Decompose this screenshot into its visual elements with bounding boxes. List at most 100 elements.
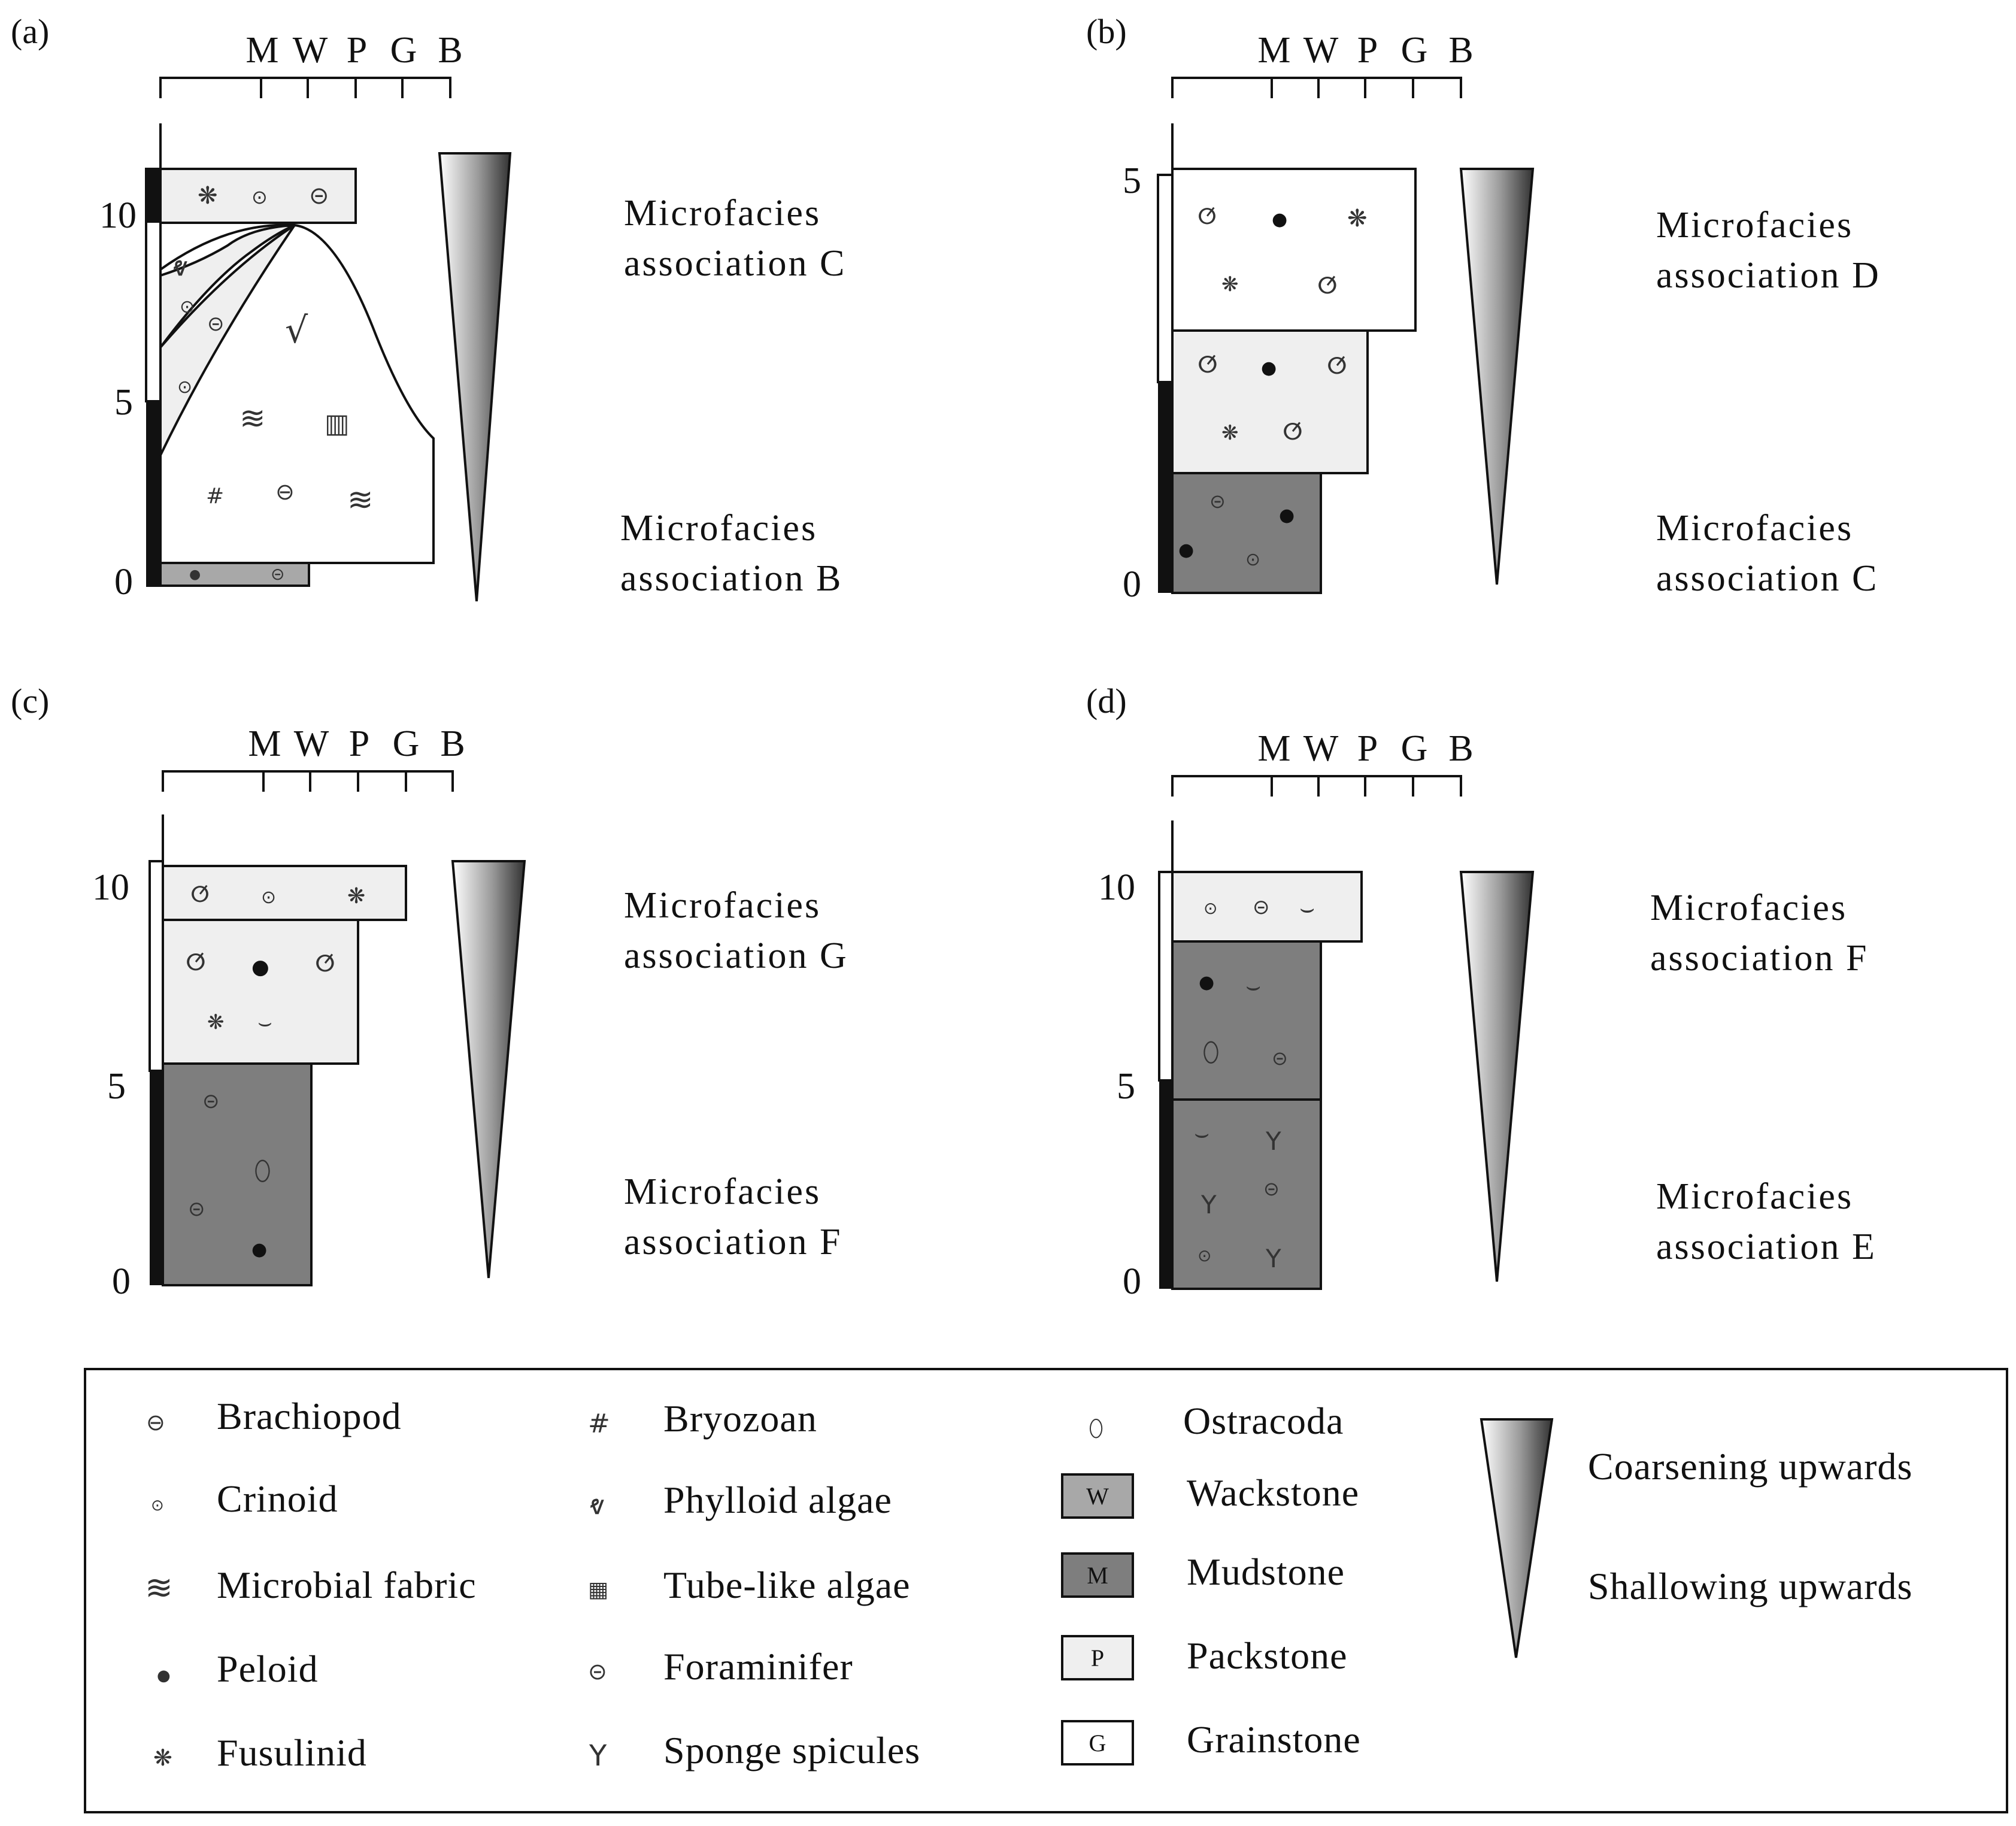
svg-text:ⵚ: ⵚ bbox=[1327, 353, 1347, 379]
svg-text:●: ● bbox=[1199, 972, 1214, 993]
legend-item-foraminifer: ⊝ Foraminifer bbox=[588, 1645, 853, 1688]
svg-text:⌣: ⌣ bbox=[257, 1009, 272, 1035]
svg-text:Tube-like algae: Tube-like algae bbox=[663, 1564, 911, 1606]
depth-tick-10: 10 bbox=[99, 195, 137, 236]
svg-text:Wackstone: Wackstone bbox=[1187, 1471, 1359, 1514]
svg-text:Packstone: Packstone bbox=[1187, 1634, 1348, 1677]
scale-letter-p: P bbox=[1357, 30, 1378, 71]
svg-text:⊝: ⊝ bbox=[188, 1197, 205, 1221]
mudstone-swatch bbox=[1061, 1552, 1134, 1598]
svg-text:association D: association D bbox=[1656, 255, 1881, 296]
legend-item-mudstone: M Mudstone bbox=[1061, 1551, 1345, 1598]
fusulinid-icon: ❋ bbox=[153, 1745, 172, 1771]
coarsening-triangle-icon bbox=[1480, 1418, 1554, 1658]
texture-scale: M W P G B bbox=[159, 30, 463, 98]
coarsening-triangle bbox=[1459, 168, 1535, 585]
svg-text:⊝: ⊝ bbox=[1263, 1177, 1280, 1200]
svg-text:Phylloid algae: Phylloid algae bbox=[663, 1479, 892, 1521]
svg-text:ⵚ: ⵚ bbox=[186, 949, 206, 976]
svg-text:⌣: ⌣ bbox=[1245, 973, 1261, 1000]
svg-text:P: P bbox=[1091, 1645, 1104, 1671]
panel-c: (c) M W P G B 10 5 0 ⵚ ⊙ ❋ ⵚ ● ⵚ bbox=[11, 682, 847, 1302]
legend-item-packstone: P Packstone bbox=[1061, 1634, 1348, 1680]
panel-label: (d) bbox=[1086, 682, 1127, 720]
panel-label: (c) bbox=[11, 682, 49, 720]
scale-letter-w: W bbox=[1303, 728, 1339, 769]
svg-text:⊝: ⊝ bbox=[202, 1089, 220, 1113]
svg-text:Ostracoda: Ostracoda bbox=[1183, 1400, 1344, 1442]
svg-text:Brachiopod: Brachiopod bbox=[217, 1395, 402, 1437]
svg-text:ⵚ: ⵚ bbox=[1283, 419, 1303, 445]
depth-tick-0: 0 bbox=[1123, 1261, 1141, 1302]
svg-text:●: ● bbox=[1279, 505, 1295, 526]
svg-text:association B: association B bbox=[620, 558, 842, 599]
svg-text:Shallowing upwards: Shallowing upwards bbox=[1588, 1565, 1912, 1607]
annotation-lower: Microfacies association F bbox=[624, 1171, 842, 1262]
texture-scale: M W P G B bbox=[1171, 30, 1474, 98]
svg-text:Microfacies: Microfacies bbox=[1650, 888, 1847, 928]
svg-text:Y: Y bbox=[1265, 1127, 1281, 1156]
svg-text:⌣: ⌣ bbox=[1194, 1120, 1209, 1147]
svg-text:⊙: ⊙ bbox=[177, 377, 192, 398]
svg-text:⬯: ⬯ bbox=[1202, 1035, 1220, 1068]
svg-text:❋: ❋ bbox=[198, 182, 218, 210]
coarsening-triangle bbox=[451, 860, 526, 1279]
svg-text:⊙: ⊙ bbox=[1198, 1246, 1211, 1265]
scale-letter-g: G bbox=[393, 723, 420, 764]
svg-text:⊙: ⊙ bbox=[1203, 898, 1217, 918]
scale-letter-m: M bbox=[245, 30, 278, 71]
svg-text:Y: Y bbox=[1200, 1190, 1217, 1219]
svg-text:≋: ≋ bbox=[347, 482, 374, 518]
svg-text:G: G bbox=[1089, 1730, 1106, 1757]
legend-item-phylloid-algae: ⱴ Phylloid algae bbox=[589, 1479, 892, 1521]
scale-letter-b: B bbox=[438, 30, 462, 71]
svg-text:Y: Y bbox=[1265, 1244, 1281, 1273]
scale-letter-p: P bbox=[1357, 728, 1378, 769]
wackstone-swatch bbox=[1061, 1473, 1134, 1519]
svg-text:ⵚ: ⵚ bbox=[315, 950, 335, 977]
depth-tick-0: 0 bbox=[1123, 564, 1141, 605]
texture-scale: M W P G B bbox=[1171, 728, 1474, 797]
svg-text:ⵚ: ⵚ bbox=[1198, 205, 1217, 229]
svg-text:❋: ❋ bbox=[1221, 272, 1239, 296]
svg-text:❋: ❋ bbox=[347, 884, 365, 909]
svg-text:Mudstone: Mudstone bbox=[1187, 1551, 1345, 1593]
svg-text:●: ● bbox=[251, 1239, 267, 1260]
svg-text:Microbial fabric: Microbial fabric bbox=[217, 1564, 477, 1606]
annotation-lower: Microfacies association C bbox=[1656, 508, 1876, 599]
scale-letter-g: G bbox=[390, 30, 417, 71]
legend-frame bbox=[84, 1368, 2008, 1813]
depth-tick-0: 0 bbox=[114, 562, 133, 602]
panel-a: (a) M W P G B 10 5 0 ❋ ⊙ ⊝ ⱴ bbox=[11, 12, 844, 602]
svg-text:⌣: ⌣ bbox=[1299, 895, 1315, 922]
scale-letter-b: B bbox=[1448, 30, 1473, 71]
coarsening-triangle bbox=[1459, 871, 1535, 1282]
legend-item-brachiopod: ⊖ Brachiopod bbox=[146, 1395, 402, 1437]
legend-item-grainstone: G Grainstone bbox=[1061, 1718, 1361, 1766]
svg-text:association F: association F bbox=[624, 1222, 842, 1262]
svg-text:Sponge spicules: Sponge spicules bbox=[663, 1729, 920, 1772]
svg-text:≋: ≋ bbox=[240, 401, 266, 437]
depth-tick-5: 5 bbox=[107, 1066, 126, 1107]
brachiopod-icon: ⊖ bbox=[146, 1409, 165, 1436]
coarsening-triangle bbox=[438, 152, 512, 602]
scale-letter-w: W bbox=[294, 723, 329, 764]
depth-tick-0: 0 bbox=[112, 1261, 131, 1302]
svg-text:W: W bbox=[1086, 1483, 1109, 1510]
scale-letter-m: M bbox=[248, 723, 281, 764]
peloid-icon: ● bbox=[157, 1667, 171, 1685]
svg-text:Microfacies: Microfacies bbox=[624, 885, 821, 926]
grainstone-swatch bbox=[1061, 1720, 1134, 1766]
legend-item-crinoid: ⊙ Crinoid bbox=[151, 1477, 338, 1520]
svg-text:Grainstone: Grainstone bbox=[1187, 1718, 1361, 1761]
scale-bracket bbox=[1171, 775, 1462, 797]
scale-letter-p: P bbox=[349, 723, 369, 764]
legend-item-ostracoda: ⬯ Ostracoda bbox=[1089, 1400, 1344, 1442]
svg-text:Microfacies: Microfacies bbox=[624, 193, 821, 234]
svg-text:Crinoid: Crinoid bbox=[217, 1477, 338, 1520]
scale-bracket bbox=[1171, 77, 1462, 98]
svg-text:⬯: ⬯ bbox=[254, 1154, 271, 1186]
svg-text:▥: ▥ bbox=[325, 408, 350, 439]
svg-text:ⱴ: ⱴ bbox=[172, 252, 188, 282]
